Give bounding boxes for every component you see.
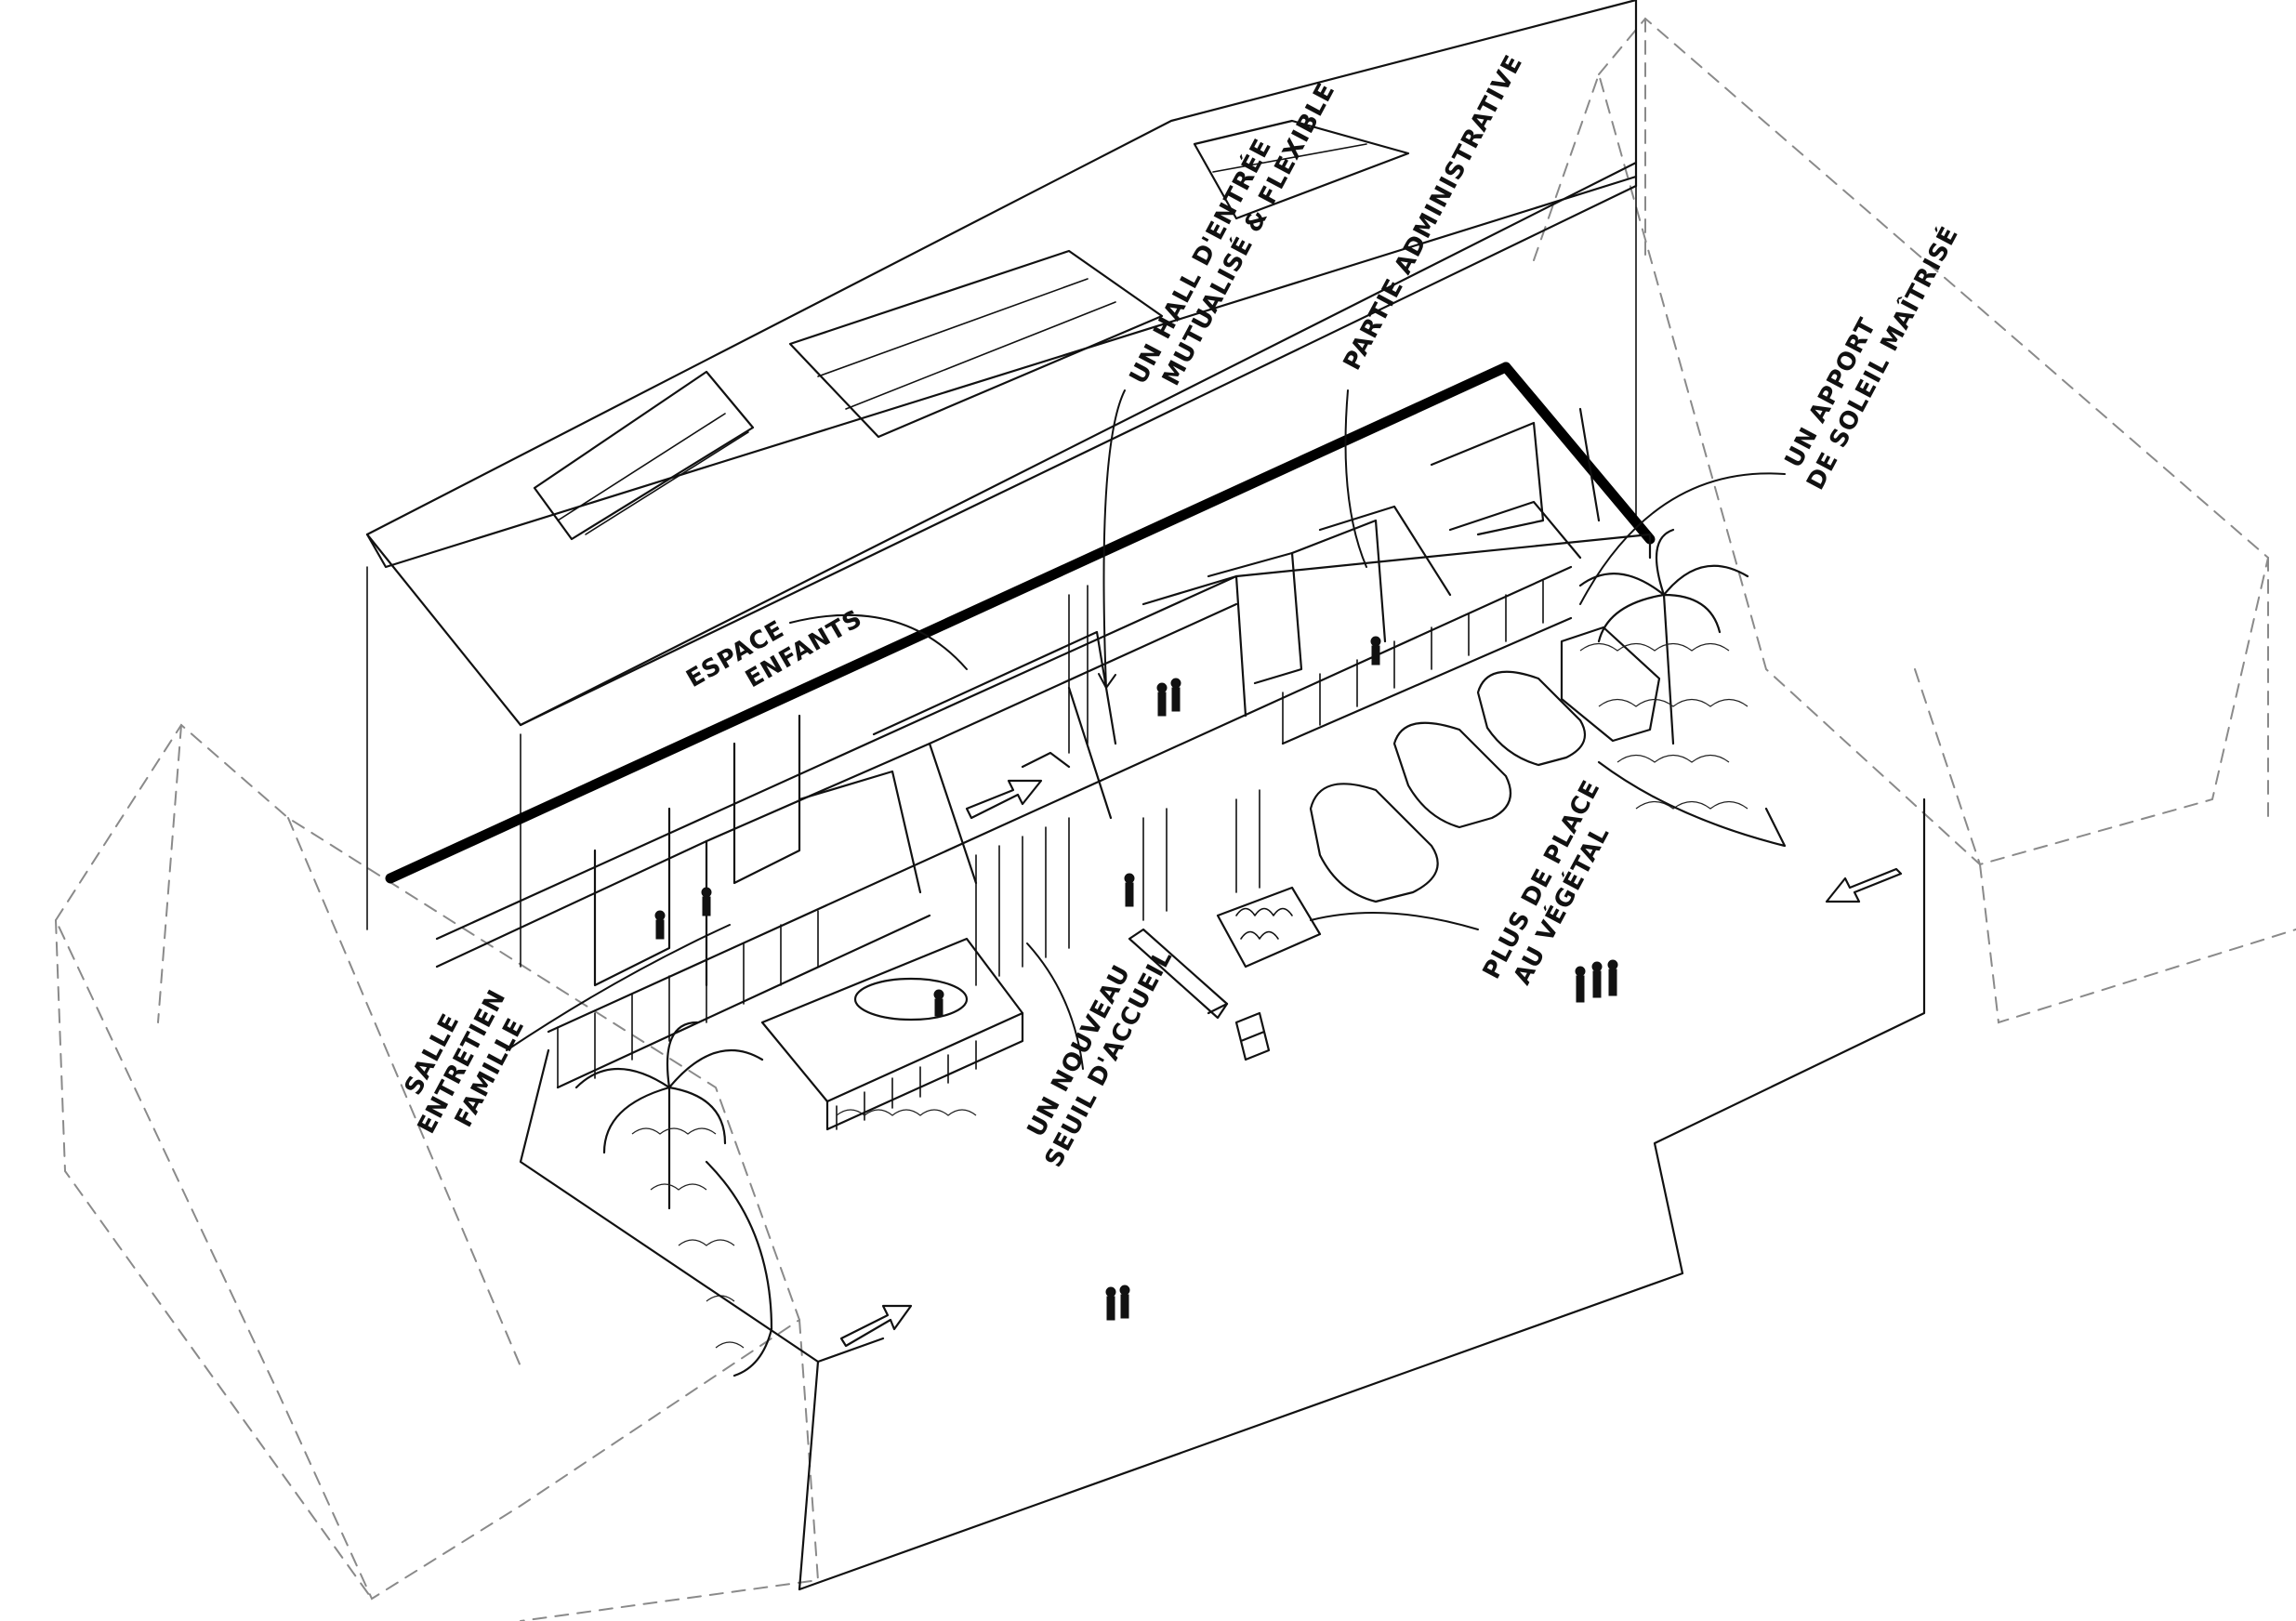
svg-text:SALLE ENTRETIEN FA: SALLE ENTRETIEN FAMILLE — [387, 963, 543, 1153]
annotation-seuil: UN NOUVEAU SEUIL D'ACCUEIL — [1013, 931, 1179, 1172]
annotation-admin: PARTIE ADMINISTRATIVE — [1339, 50, 1529, 568]
svg-text:UN APPORT DE SOLEIL MAÎT: UN APPORT DE SOLEIL MAÎTRISÉ — [1775, 208, 1964, 495]
svg-text:UN HALL D'ENTRÉE MUTUALI: UN HALL D'ENTRÉE MUTUALISÉ & FLEXIBLE — [1123, 63, 1341, 402]
skylight-1 — [533, 370, 755, 541]
entry-deck — [760, 937, 1024, 1131]
section-cut-wall — [385, 362, 1656, 884]
arrow-entry-right — [1825, 867, 1903, 903]
admin-label: PARTIE ADMINISTRATIVE — [1339, 50, 1529, 375]
palm-tree-left — [574, 1021, 764, 1210]
people-figures — [654, 636, 1618, 1321]
planter — [1216, 886, 1322, 969]
skylight-2 — [788, 249, 1164, 439]
soleil-label-line2: DE SOLEIL MAÎTRISÉ — [1800, 221, 1964, 494]
parked-cars — [1309, 626, 1661, 903]
vegetation-right — [1579, 642, 1787, 848]
annotation-soleil: UN APPORT DE SOLEIL MAÎTRISÉ — [1579, 208, 1964, 605]
entry-ramp — [1128, 928, 1271, 1061]
skylight-3 — [1193, 119, 1410, 220]
annotation-vegetal: PLUS DE PLACE AU VÉGÉTAL — [1310, 775, 1616, 989]
upper-building — [365, 0, 1638, 968]
palm-tree-right — [1578, 528, 1749, 745]
annotation-hall: UN HALL D'ENTRÉE MUTUALISÉ & FLEXIBLE — [1098, 63, 1341, 689]
neighbor-building-left — [54, 723, 820, 1621]
neighbor-building-right — [1533, 17, 2296, 1024]
svg-text:PARTIE ADMINISTRATIVE: PARTIE ADMINISTRATIVE — [1339, 50, 1529, 375]
site-outline — [519, 797, 1926, 1591]
arrow-entry-bottom — [839, 1304, 913, 1348]
arrow-flow — [965, 751, 1071, 820]
ground-floor-plan — [435, 407, 1652, 1089]
vegetation-left — [631, 1109, 977, 1377]
hall-label-line2: MUTUALISÉ & FLEXIBLE — [1155, 77, 1340, 390]
svg-text:UN NOUVEAU SEUIL D'ACCUE: UN NOUVEAU SEUIL D'ACCUEIL — [1013, 931, 1178, 1172]
annotation-enfants: ESPACE ENFANTS — [682, 604, 968, 693]
